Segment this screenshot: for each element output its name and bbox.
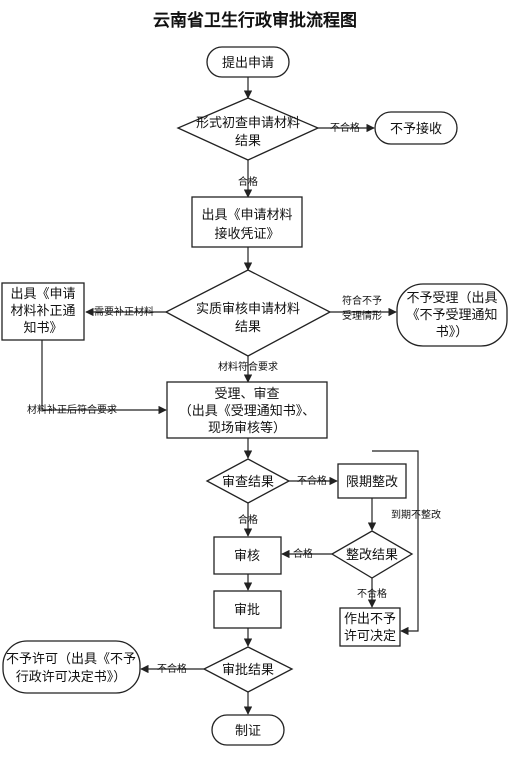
node-accept-review-line1: 受理、审查 (214, 387, 279, 402)
node-reject-intake-label: 不予接收 (390, 121, 442, 137)
edge-label-fail-3: 不合格 (357, 587, 387, 600)
node-formal-check-line2: 结果 (235, 134, 261, 149)
node-not-accept-line1: 不予受理（出具 (406, 291, 497, 306)
node-certify-label: 制证 (235, 724, 261, 739)
node-rectify-deadline-label: 限期整改 (346, 475, 398, 490)
node-approval-result (202, 646, 294, 693)
edge-label-fail-2: 不合格 (297, 474, 327, 487)
node-not-permit (2, 640, 141, 694)
node-certify (211, 714, 285, 746)
node-audit (213, 536, 282, 575)
edge-label-meets-requirements: 材料符合要求 (218, 360, 278, 373)
node-issue-supplement (1, 282, 85, 341)
node-rectify-deadline (337, 463, 407, 499)
node-approve (213, 590, 282, 629)
node-audit-label: 审核 (234, 549, 260, 564)
node-accept-review (166, 381, 328, 439)
node-issue-receipt (191, 196, 303, 248)
node-deny-decision (339, 607, 401, 647)
node-not-accept-line2: 《不予受理通知 (406, 307, 497, 323)
node-formal-check-line1: 形式初查申请材料 (196, 116, 300, 131)
node-not-accept-line3: 书》） (436, 325, 469, 340)
node-reject-intake (374, 111, 458, 145)
edge-label-fail-4: 不合格 (157, 662, 187, 675)
node-not-permit-line1: 不予许可（出具《不予 (6, 652, 136, 667)
edge-label-pass-1: 合格 (238, 175, 258, 188)
node-review-result (205, 458, 291, 504)
edge-supplement-to-accept (41, 340, 167, 415)
node-approval-result-label: 审批结果 (222, 663, 274, 678)
edge-rectify-overdue-to-deny (372, 450, 419, 636)
node-issue-supplement-line1: 出具《申请 (10, 287, 75, 302)
node-substantive-check (164, 269, 332, 357)
node-issue-supplement-line3: 知书》 (23, 320, 62, 336)
flowchart-title: 云南省卫生行政审批流程图 (153, 10, 357, 31)
edge-label-need-supplement: 需要补正材料 (94, 305, 154, 318)
node-issue-supplement-line2: 材料补正通 (10, 304, 75, 319)
node-issue-receipt-line2: 接收凭证》 (214, 226, 279, 242)
connectors (41, 77, 419, 715)
edge-label-not-meet-line1: 符合不予 (342, 294, 382, 307)
node-substantive-check-line1: 实质审核申请材料 (196, 302, 300, 317)
node-approve-label: 审批 (234, 603, 260, 618)
node-deny-decision-line2: 许可决定 (344, 629, 396, 644)
node-issue-receipt-line1: 出具《申请材料 (201, 208, 292, 223)
node-deny-decision-line1: 作出不予 (344, 612, 396, 627)
node-formal-check (176, 97, 320, 161)
edge-label-supplemented: 材料补正后符合要求 (27, 403, 117, 416)
node-not-permit-line2: 行政许可决定书》） (16, 670, 127, 685)
node-submit-label: 提出申请 (222, 55, 274, 71)
edge-label-overdue: 到期不整改 (391, 508, 441, 521)
edge-label-pass-3: 合格 (293, 547, 313, 560)
node-rectify-result-label: 整改结果 (346, 548, 398, 563)
edge-label-fail-1: 不合格 (330, 121, 360, 134)
node-review-result-label: 审查结果 (222, 475, 274, 490)
node-not-accept (396, 283, 508, 347)
node-substantive-check-line2: 结果 (235, 320, 261, 335)
node-accept-review-line2: （出具《受理通知书》、 (179, 403, 316, 419)
node-rectify-result (330, 530, 414, 579)
edge-label-pass-2: 合格 (238, 513, 258, 526)
node-submit (206, 46, 290, 78)
node-accept-review-line3: 现场审核等） (208, 420, 286, 436)
edge-label-not-meet-line2: 受理情形 (342, 309, 382, 322)
